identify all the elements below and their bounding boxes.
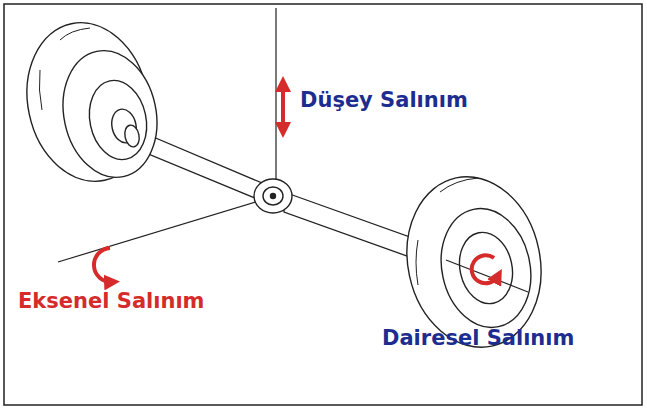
- motion-label: Eksenel Salınım: [18, 289, 204, 314]
- differential-hub: [254, 179, 292, 213]
- rotational-arrow: [472, 255, 498, 283]
- right-axis: [446, 260, 528, 292]
- frame: [4, 4, 642, 405]
- vertical-arrow: [281, 84, 285, 130]
- left-wheel: [13, 11, 169, 192]
- axial-axis: [58, 200, 262, 262]
- vertical-axis: [275, 8, 276, 185]
- axial-arrow: [94, 248, 112, 282]
- motion-label: Düşey Salınım: [300, 88, 468, 113]
- motion-label: Dairesel Salınım: [382, 326, 574, 351]
